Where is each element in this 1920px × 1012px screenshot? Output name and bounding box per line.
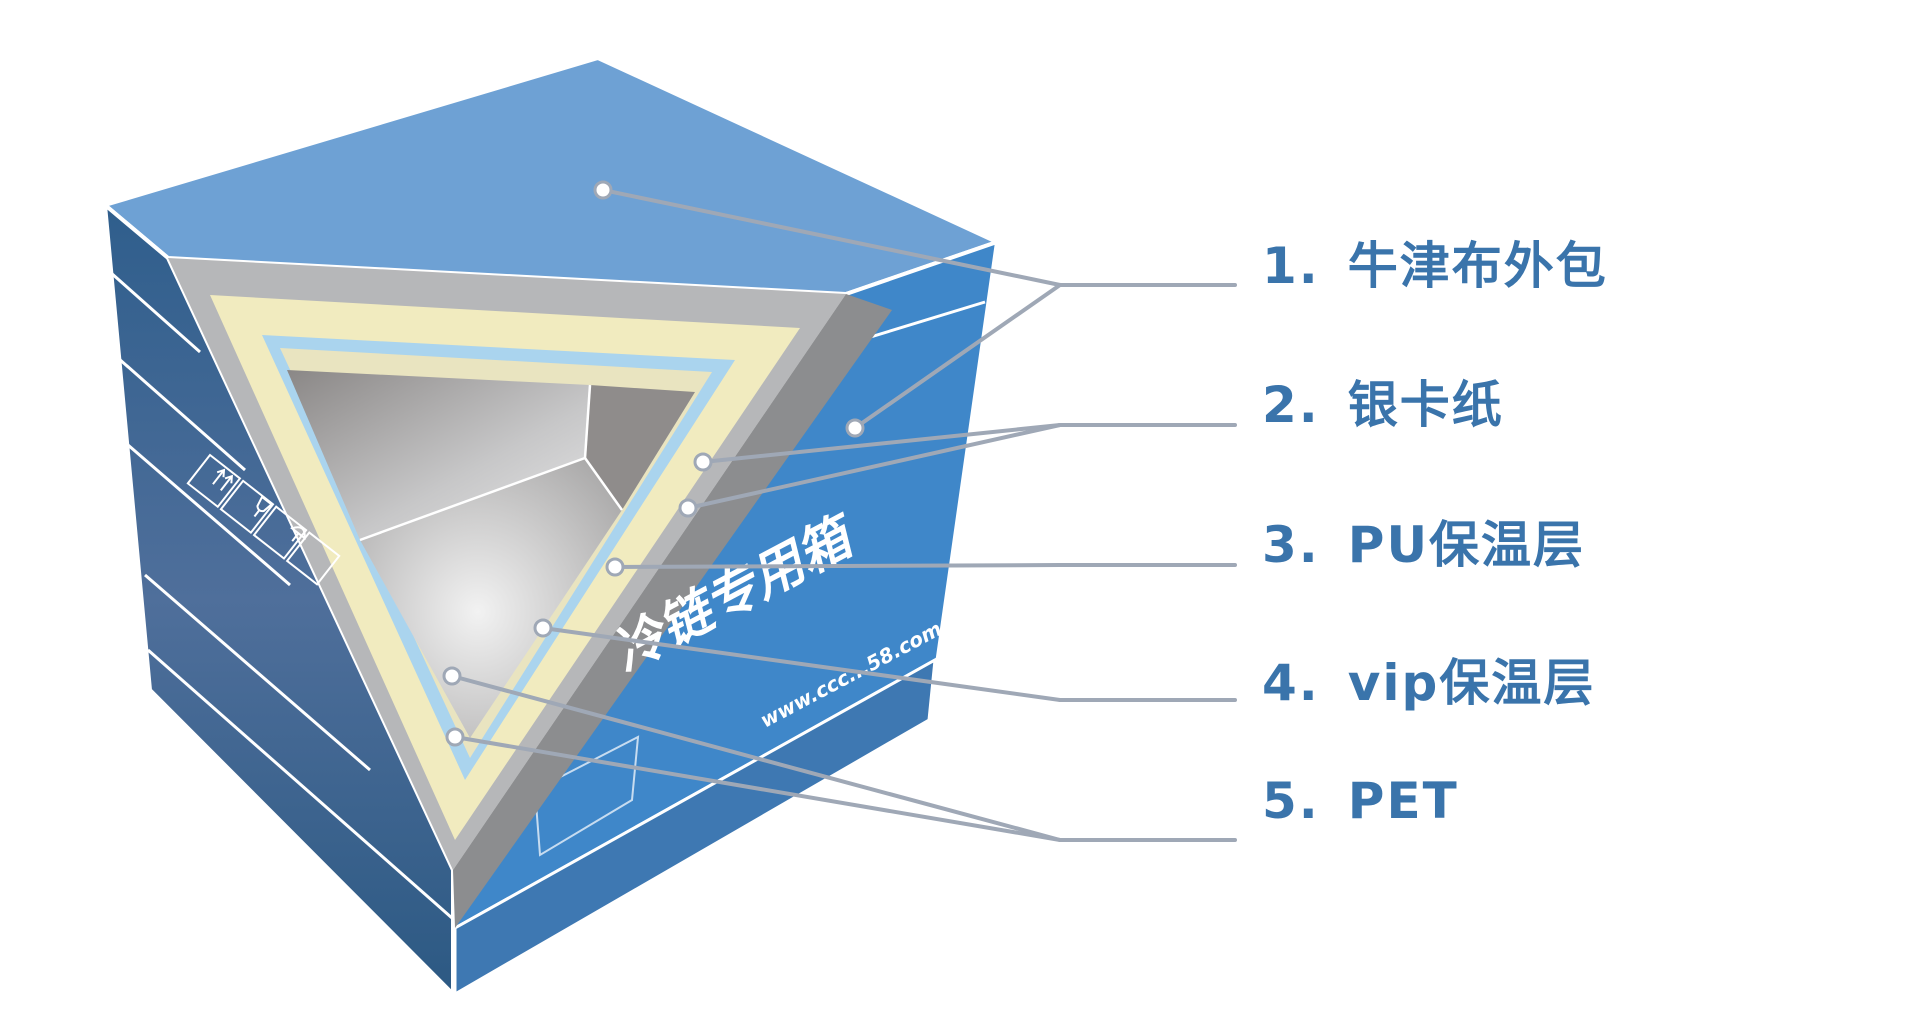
fragile-glass-icon — [253, 495, 274, 518]
layer-label-number: 2. — [1262, 376, 1320, 434]
layer-label-number: 1. — [1262, 237, 1320, 295]
inner-cavity-edges — [359, 384, 624, 542]
this-way-up-icon — [212, 468, 233, 491]
leader-marker-2-2 — [678, 498, 698, 518]
leader-marker-5-1 — [442, 666, 462, 686]
layer-label-5: 5. PET — [1262, 772, 1459, 830]
leader-lines — [442, 180, 1237, 842]
leader-line-2-2 — [686, 423, 1062, 510]
leader-marker-3-1 — [605, 557, 625, 577]
leader-line-1-1 — [601, 188, 1062, 287]
leader-marker-4-1 — [533, 618, 553, 638]
layer-label-name: vip保温层 — [1348, 654, 1596, 712]
box-top-face — [100, 55, 1003, 297]
leader-line-3-1 — [613, 563, 1062, 569]
handling-icons-panel — [186, 453, 341, 586]
layer-label-2: 2. 银卡纸 — [1262, 376, 1504, 434]
layer-label-name: 银卡纸 — [1348, 376, 1504, 434]
leader-line-5-1 — [450, 674, 1062, 842]
layer-label-number: 5. — [1262, 772, 1320, 830]
layer-labels: 1. 牛津布外包 2. 银卡纸 3. PU保温层 4. vip保温层 5. PET — [1262, 237, 1608, 830]
leader-line-1-2 — [853, 283, 1062, 430]
leader-line-5-2 — [453, 735, 1062, 842]
layer-label-name: PU保温层 — [1348, 516, 1585, 574]
layer-label-4: 4. vip保温层 — [1262, 654, 1595, 712]
leader-marker-2-1 — [693, 452, 713, 472]
layer-label-number: 4. — [1262, 654, 1320, 712]
keep-dry-umbrella-icon — [289, 526, 306, 542]
left-face-stripes — [109, 270, 453, 920]
inner-cavity-right-wall — [585, 385, 695, 510]
leader-marker-5-2 — [445, 727, 465, 747]
inner-cavity-floor — [360, 458, 622, 738]
leader-marker-1-1 — [593, 180, 613, 200]
leader-line-2-1 — [701, 423, 1062, 464]
layer-label-3: 3. PU保温层 — [1262, 516, 1585, 574]
inner-cavity-back-wall — [287, 370, 590, 540]
right-face-bottom-band — [453, 657, 937, 997]
box-sticker-outline — [533, 735, 640, 857]
layer-label-name: PET — [1348, 772, 1459, 830]
layer-label-number: 3. — [1262, 516, 1320, 574]
layer-label-name: 牛津布外包 — [1348, 237, 1608, 295]
layer-label-1: 1. 牛津布外包 — [1262, 237, 1608, 295]
leader-marker-1-2 — [845, 418, 865, 438]
leader-line-4-1 — [541, 626, 1062, 702]
